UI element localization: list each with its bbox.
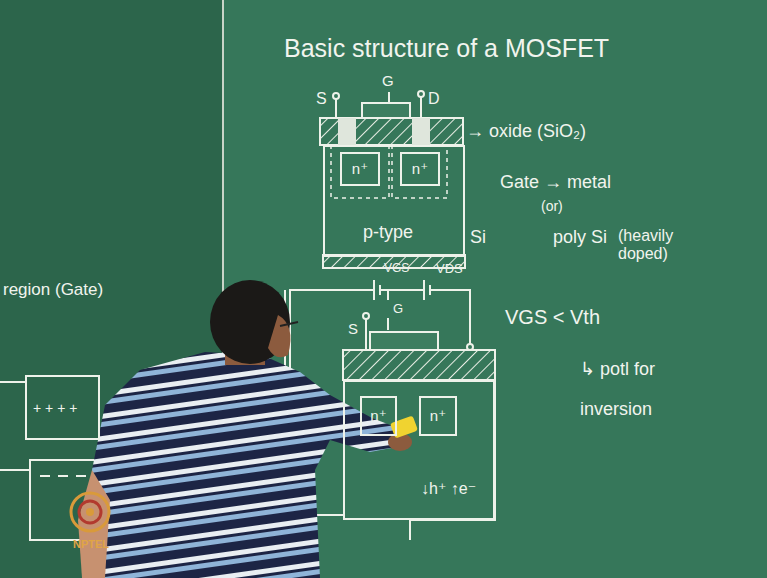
region-label: p-type [363,223,413,243]
oxide-note: → oxide (SiO₂) [466,121,586,142]
lecturer [268,315,290,357]
biased-mosfet-figure [365,318,367,350]
lecturer [210,280,290,364]
mosfet-cross-section [331,145,389,198]
nptel-logo [71,493,109,531]
partial-figures [0,469,30,471]
gate-voltage: VGS [384,262,409,276]
lecturer [92,352,402,578]
watermark: NPTEL [73,538,109,551]
threshold-note: ↳ potl for inversion [580,350,684,429]
n-plus-region: n⁺ [340,152,380,186]
lecturer [280,322,298,326]
p-substrate: n⁺ n⁺ ↓h⁺ ↑e⁻ [343,380,495,520]
mosfet-cross-section [320,118,463,145]
source-terminal: S [348,320,358,337]
region-label: n⁺ [352,161,368,178]
partial-figures [76,475,86,477]
biased-mosfet-figure [370,332,438,350]
silicon-label: Si [470,227,486,248]
drain-voltage: VDS [436,262,463,277]
mosfet-cross-section [335,99,337,118]
biased-mosfet-figure [363,313,369,319]
biased-mosfet-figure [343,350,495,380]
source-terminal: S [316,90,327,108]
partial-heading: region (Gate) [3,280,103,300]
biased-mosfet-figure [380,290,388,300]
biased-mosfet-figure [373,280,375,300]
partial-figures [40,475,50,477]
threshold-condition: VGS < Vth [505,306,600,329]
mosfet-cross-section [392,145,447,198]
gate-material-note: Gate → metal [500,172,611,193]
gate-material-note: (heavily doped) [618,227,692,264]
mosfet-cross-section [412,118,430,145]
partial-figures [58,475,68,477]
mosfet-cross-section [418,91,424,97]
region-label: ↓h⁺ ↑e⁻ [421,480,476,498]
charged-gate-box: + + + + [25,375,100,440]
n-plus-region: n⁺ [360,396,397,436]
n-plus-region: n⁺ [419,396,457,436]
gate-terminal: G [382,72,394,89]
biased-mosfet-figure [387,318,389,330]
nptel-logo [79,501,101,523]
region-label: n⁺ [430,408,446,425]
biased-mosfet-figure [410,380,495,540]
mosfet-cross-section [362,103,410,118]
biased-mosfet-figure [380,289,424,291]
mosfet-cross-section [333,93,339,99]
n-plus-region: n⁺ [400,152,440,186]
mosfet-cross-section [388,92,390,103]
mosfet-cross-section [338,118,356,145]
gate-material-note: (or) [541,198,563,214]
nptel-logo [86,508,94,516]
p-substrate: n⁺ n⁺ p-type [323,145,465,257]
nptel-logo [71,493,109,531]
region-label: n⁺ [370,408,386,425]
gate-terminal: G [393,302,403,317]
gate-material-note: poly Si [553,227,607,248]
mosfet-cross-section [420,97,422,118]
drain-terminal: D [428,90,440,108]
biased-mosfet-figure [423,280,425,300]
mosfet-cross-section [320,91,465,268]
board-title: Basic structure of a MOSFET [284,34,609,63]
region-label: + + + + [33,401,77,416]
region-label: n⁺ [412,161,428,178]
partial-figures [0,381,25,383]
lecturer [78,280,418,578]
